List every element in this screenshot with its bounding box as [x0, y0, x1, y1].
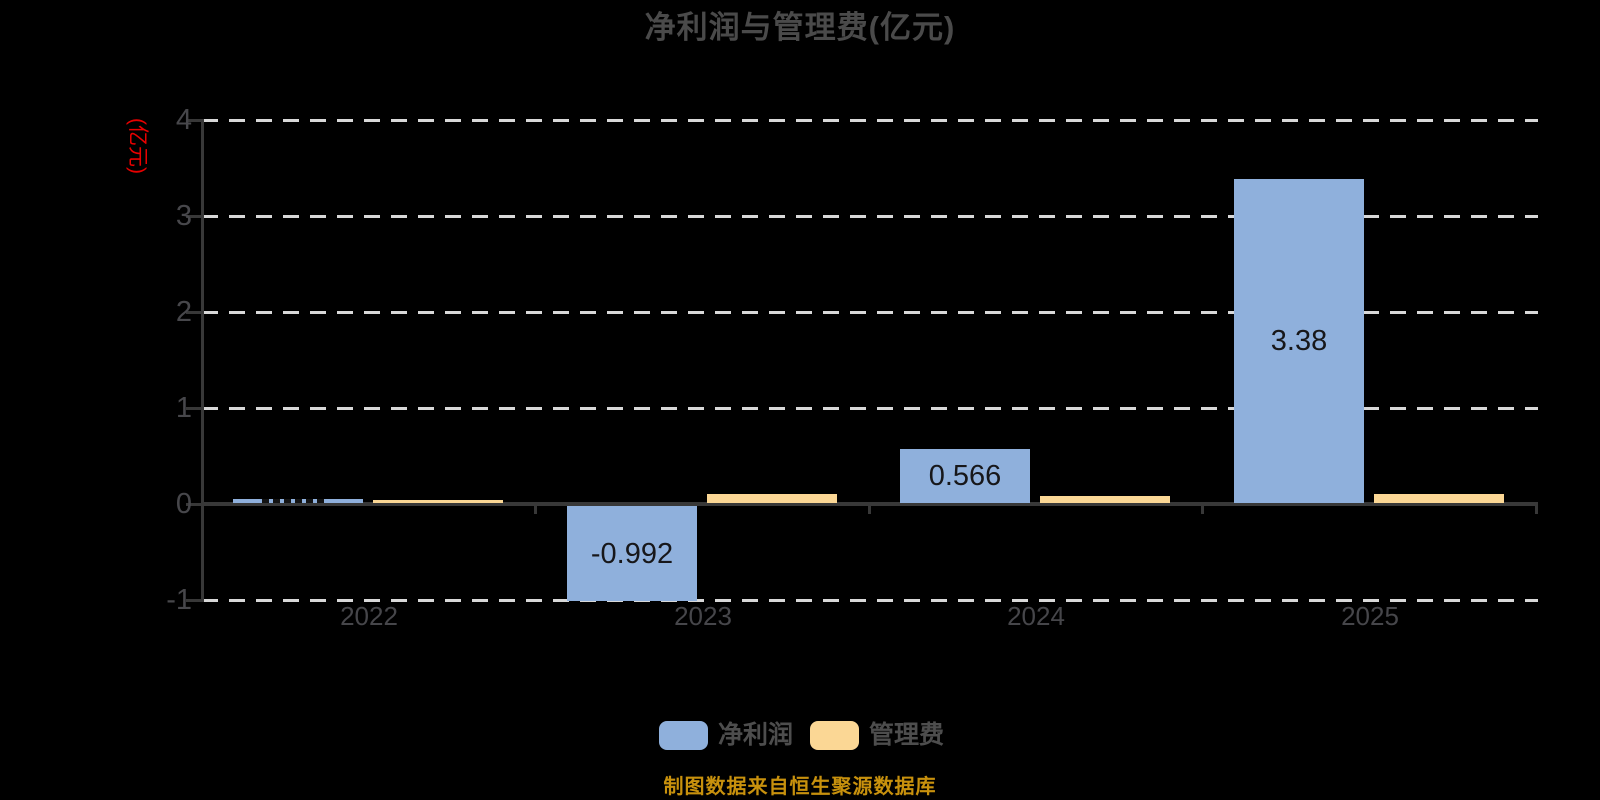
legend-swatch-net-profit[interactable] — [659, 721, 708, 750]
gridline-4 — [202, 119, 1538, 122]
y-tick-label: -1 — [166, 584, 192, 616]
gridline-2 — [202, 311, 1538, 314]
x-axis-tick — [534, 506, 537, 514]
bar-value-label: 3.38 — [1270, 325, 1328, 357]
gridline-1 — [202, 407, 1538, 410]
management-fee-bar[interactable] — [1374, 494, 1504, 503]
bar-value-label: 0.566 — [928, 460, 1002, 492]
x-tick-label: 2025 — [1341, 601, 1399, 631]
y-axis-tick — [186, 311, 202, 314]
management-fee-bar[interactable] — [1040, 496, 1170, 503]
x-tick-label: 2024 — [1007, 601, 1065, 631]
gridline--1 — [202, 599, 1538, 602]
y-axis-tick — [186, 599, 202, 602]
y-tick-label: 3 — [175, 200, 192, 232]
bar-value-label: -0.992 — [590, 538, 674, 570]
y-axis-tick — [186, 503, 202, 506]
x-axis-tick — [1535, 506, 1538, 514]
y-axis-line — [201, 119, 204, 602]
y-tick-label: 4 — [175, 104, 192, 136]
tiny-bar-label-artifact — [262, 499, 326, 503]
chart-title: 净利润与管理费(亿元) — [644, 10, 956, 45]
y-tick-label: 2 — [175, 296, 192, 328]
x-tick-label: 2023 — [674, 601, 732, 631]
x-axis-tick — [868, 506, 871, 514]
x-axis-tick — [1201, 506, 1204, 514]
x-tick-label: 2022 — [340, 601, 398, 631]
source-note: 制图数据来自恒生聚源数据库 — [663, 776, 937, 798]
management-fee-bar[interactable] — [707, 494, 837, 503]
legend-swatch-management-fee[interactable] — [810, 721, 859, 750]
y-axis-tick — [186, 119, 202, 122]
y-axis-tick — [186, 407, 202, 410]
legend-label-net-profit[interactable]: 净利润 — [718, 721, 794, 749]
x-axis-line — [202, 502, 1538, 506]
net-profit-bar[interactable] — [567, 506, 697, 601]
net-profit-bar[interactable] — [1234, 179, 1364, 503]
y-tick-label: 1 — [175, 392, 192, 424]
y-axis-tick — [186, 215, 202, 218]
legend-label-management-fee[interactable]: 管理费 — [869, 721, 945, 749]
net-profit-bar[interactable] — [900, 449, 1030, 503]
y-tick-label: 0 — [175, 488, 192, 520]
management-fee-bar[interactable] — [373, 500, 503, 503]
gridline-3 — [202, 215, 1538, 218]
